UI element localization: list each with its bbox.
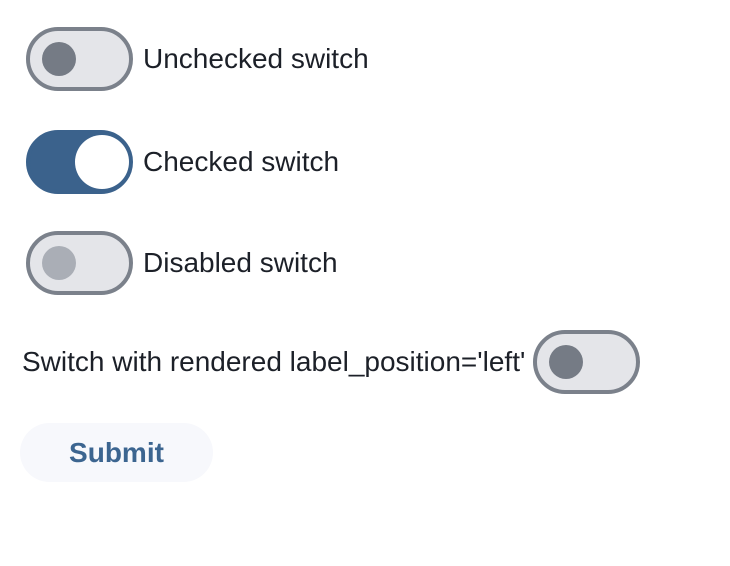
- switch-thumb: [548, 345, 583, 379]
- disabled-switch: [26, 231, 133, 295]
- switch-row-left-label: Switch with rendered label_position='lef…: [22, 330, 730, 394]
- switch-thumb: [41, 246, 76, 280]
- disabled-switch-label: Disabled switch: [143, 247, 338, 279]
- checked-switch[interactable]: [26, 130, 133, 194]
- unchecked-switch-label: Unchecked switch: [143, 43, 369, 75]
- left-label-switch[interactable]: [533, 330, 641, 394]
- submit-button[interactable]: Submit: [20, 423, 213, 482]
- switch-row-checked: Checked switch: [26, 130, 730, 194]
- unchecked-switch[interactable]: [26, 27, 133, 91]
- checked-switch-label: Checked switch: [143, 146, 340, 178]
- left-label-switch-label: Switch with rendered label_position='lef…: [22, 346, 526, 378]
- switch-thumb: [41, 42, 76, 76]
- switch-row-unchecked: Unchecked switch: [26, 27, 730, 91]
- switch-thumb: [74, 135, 129, 189]
- switch-row-disabled: Disabled switch: [26, 231, 730, 295]
